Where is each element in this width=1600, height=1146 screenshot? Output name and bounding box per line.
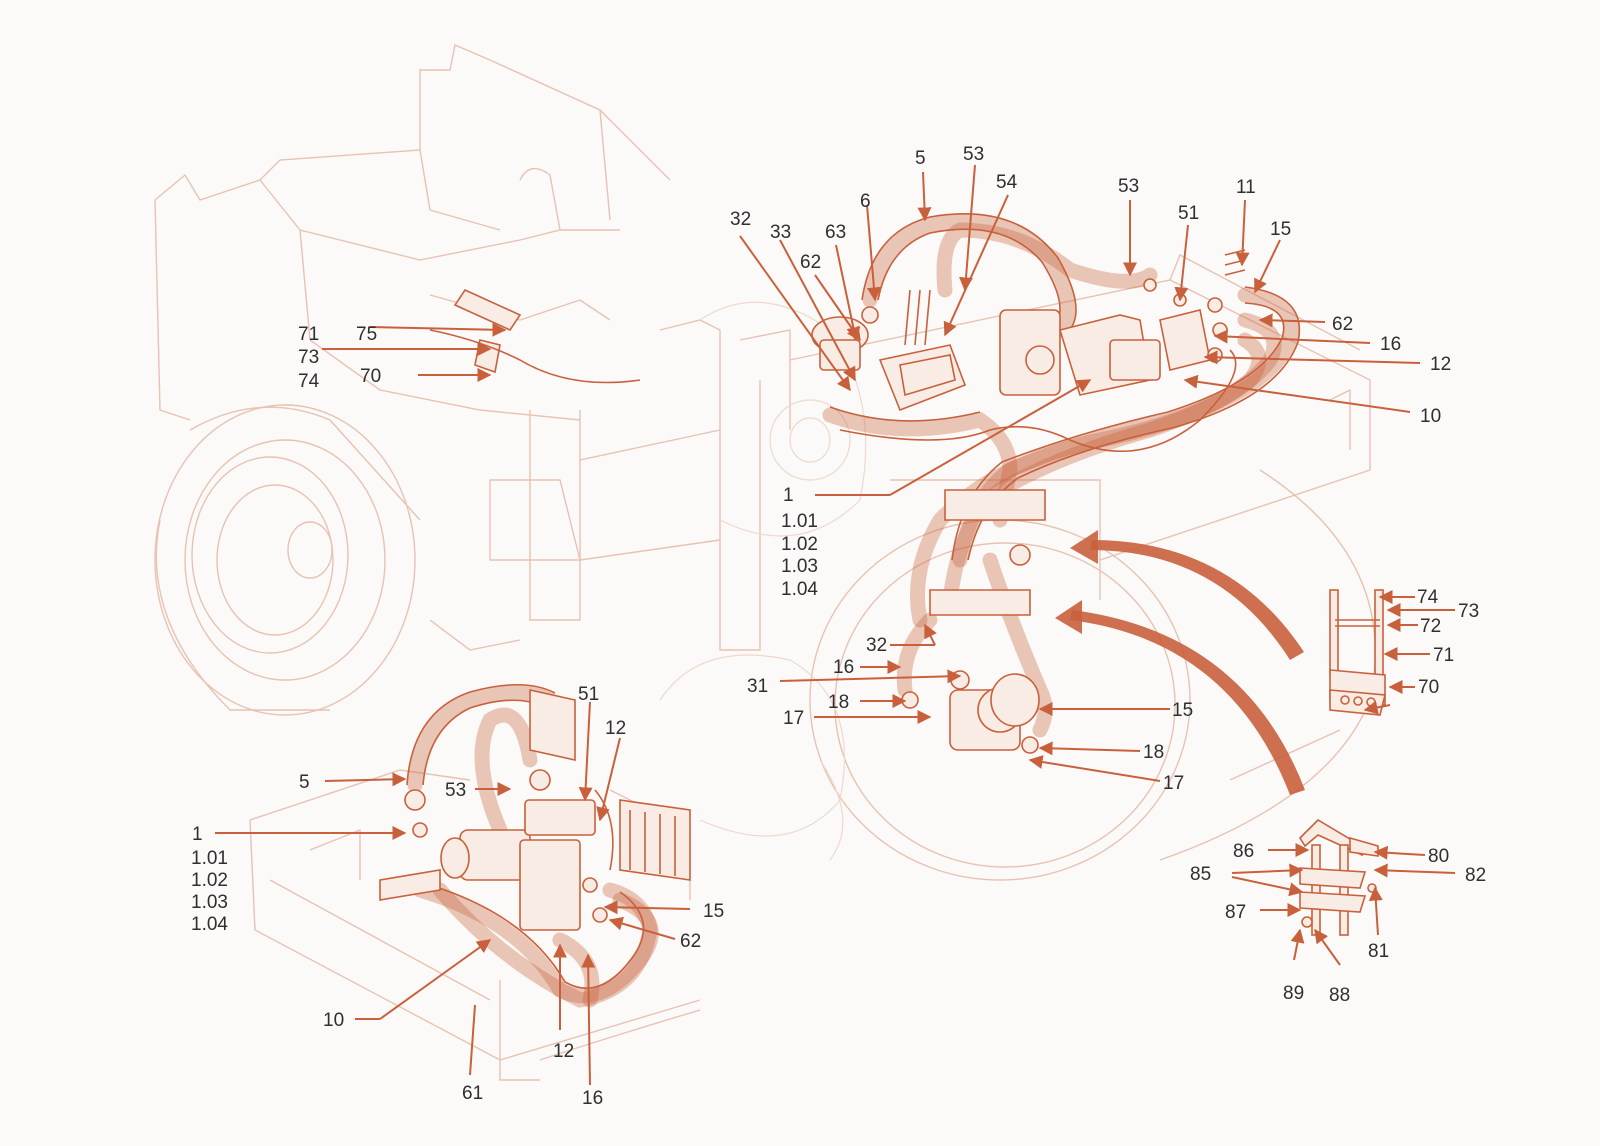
label-11: 11 bbox=[1236, 177, 1256, 198]
label-89: 89 bbox=[1283, 983, 1304, 1004]
terminal-detail-right bbox=[1329, 589, 1387, 716]
label-15: 15 bbox=[703, 901, 724, 922]
label-61: 61 bbox=[462, 1083, 483, 1104]
label-73: 73 bbox=[298, 347, 319, 368]
label-12: 12 bbox=[1430, 354, 1451, 375]
label-63: 63 bbox=[825, 222, 846, 243]
label-10: 10 bbox=[1420, 406, 1441, 427]
label-1-01: 1.01 bbox=[781, 511, 818, 532]
label-31: 31 bbox=[747, 676, 768, 697]
label-18: 18 bbox=[1143, 742, 1164, 763]
hoses-upper bbox=[822, 213, 1301, 738]
label-1-02: 1.02 bbox=[781, 534, 818, 555]
label-70: 70 bbox=[360, 366, 381, 387]
label-1-01: 1.01 bbox=[191, 848, 228, 869]
label-16: 16 bbox=[1380, 334, 1401, 355]
label-1-02: 1.02 bbox=[191, 870, 228, 891]
label-73: 73 bbox=[1458, 601, 1479, 622]
label-1-03: 1.03 bbox=[781, 556, 818, 577]
label-53: 53 bbox=[445, 780, 466, 801]
label-5: 5 bbox=[915, 148, 926, 169]
label-54: 54 bbox=[996, 172, 1018, 193]
bracket-detail-lower bbox=[1298, 818, 1379, 936]
label-1-03: 1.03 bbox=[191, 892, 228, 913]
terminal-strip-top bbox=[429, 288, 641, 384]
label-10: 10 bbox=[323, 1010, 344, 1031]
label-87: 87 bbox=[1225, 902, 1246, 923]
label-17: 17 bbox=[783, 708, 804, 729]
label-51: 51 bbox=[1178, 203, 1199, 224]
label-75: 75 bbox=[356, 324, 377, 345]
label-70: 70 bbox=[1418, 677, 1439, 698]
label-32: 32 bbox=[866, 635, 887, 656]
label-32: 32 bbox=[730, 209, 751, 230]
label-1: 1 bbox=[783, 485, 794, 506]
label-62: 62 bbox=[680, 931, 701, 952]
label-72: 72 bbox=[1420, 616, 1441, 637]
label-86: 86 bbox=[1233, 841, 1254, 862]
label-74: 74 bbox=[298, 371, 320, 392]
callout-arrows bbox=[1055, 530, 1305, 795]
label-16: 16 bbox=[582, 1088, 603, 1109]
label-33: 33 bbox=[770, 222, 791, 243]
label-15: 15 bbox=[1172, 700, 1193, 721]
label-16: 16 bbox=[833, 657, 854, 678]
pump-assembly-lower bbox=[379, 683, 691, 1008]
label-1-04: 1.04 bbox=[781, 579, 818, 600]
label-18: 18 bbox=[828, 692, 849, 713]
label-81: 81 bbox=[1368, 941, 1389, 962]
label-71: 71 bbox=[1433, 645, 1454, 666]
motor-assembly-right bbox=[901, 489, 1046, 754]
label-17: 17 bbox=[1163, 773, 1184, 794]
label-80: 80 bbox=[1428, 846, 1449, 867]
label-5: 5 bbox=[299, 772, 310, 793]
label-12: 12 bbox=[605, 718, 626, 739]
label-1: 1 bbox=[192, 824, 203, 845]
label-85: 85 bbox=[1190, 864, 1211, 885]
label-53: 53 bbox=[1118, 176, 1139, 197]
label-82: 82 bbox=[1465, 865, 1486, 886]
label-74: 74 bbox=[1417, 587, 1439, 608]
label-62: 62 bbox=[800, 252, 821, 273]
label-12: 12 bbox=[553, 1041, 574, 1062]
label-71: 71 bbox=[298, 324, 319, 345]
part-number-labels: 71 75 73 74 70 32 33 62 63 6 5 53 54 53 … bbox=[191, 144, 1486, 1109]
label-53: 53 bbox=[963, 144, 984, 165]
label-51: 51 bbox=[578, 684, 599, 705]
label-88: 88 bbox=[1329, 985, 1350, 1006]
leader-lines bbox=[215, 164, 1456, 1086]
label-62: 62 bbox=[1332, 314, 1353, 335]
label-15: 15 bbox=[1270, 219, 1291, 240]
label-1-04: 1.04 bbox=[191, 914, 228, 935]
label-6: 6 bbox=[860, 191, 871, 212]
